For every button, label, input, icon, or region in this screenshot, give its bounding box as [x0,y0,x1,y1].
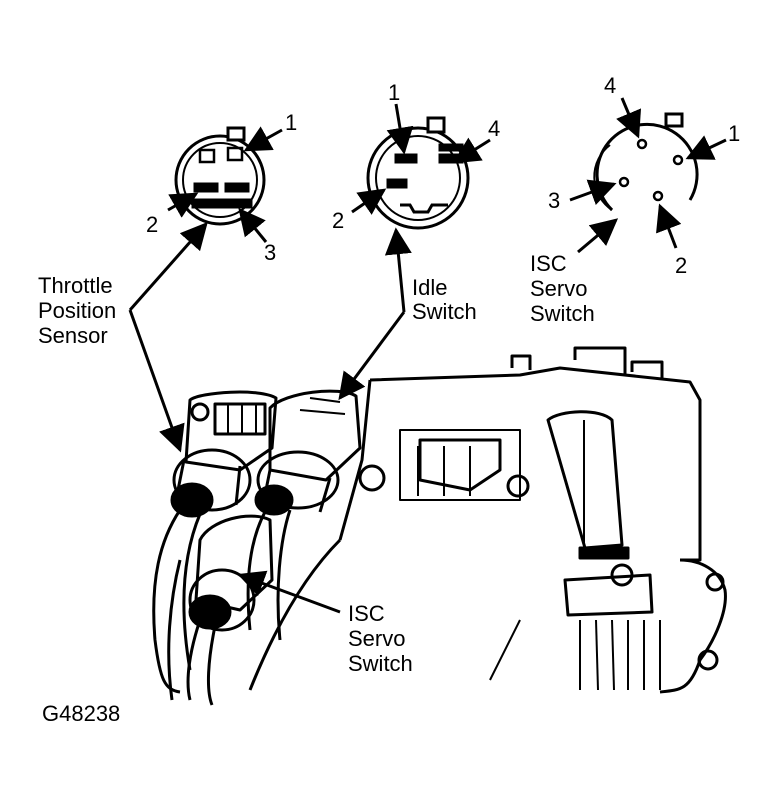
idle-pin-label-2: 2 [332,208,345,233]
tps-label-line-3: Sensor [38,323,108,348]
isc-pin1-arrow [685,135,726,160]
tps-connector-face [176,128,264,224]
isc-top-label-line-1: ISC [530,251,567,276]
idle-leader-part-arrow [338,312,404,401]
idle-pin4-arrow [452,137,490,164]
isc-bottom-label-line-1: ISC [348,601,385,626]
idle-pin1-arrow [386,104,414,155]
tps-pin3-arrow [238,207,266,242]
idle-pin2-arrow [352,188,387,215]
isc-pin-label-4: 4 [604,73,617,98]
idle-label-line-2: Switch [412,299,477,324]
isc-label-arrow [578,218,619,252]
isc-leader-part-arrow [237,570,340,612]
tps-pin1-arrow [243,126,282,152]
throttle-body-housing [250,348,725,692]
isc-pin-label-1: 1 [728,121,741,146]
isc-top-label-line-3: Switch [530,301,595,326]
idle-label-line-1: Idle [412,275,448,300]
isc-pin4-arrow [616,98,642,139]
tps-leader-part-arrow [130,310,185,453]
idle-connector-face [368,118,468,228]
isc-top-label-line-2: Servo [530,276,588,301]
isc-pin-label-3: 3 [548,188,561,213]
tps-pin-label-3: 3 [264,240,277,265]
isc-connector-face [594,114,697,210]
tps-pin-label-1: 1 [285,110,298,135]
tps-label-line-2: Position [38,298,117,323]
idle-pin-label-1: 1 [388,80,401,105]
tps-leader-face-arrow [130,221,208,310]
idle-pin-label-4: 4 [488,116,501,141]
tps-connector-body [154,392,276,692]
idle-leader-face-arrow [384,227,412,312]
figure-code: G48238 [42,701,121,726]
isc-pin3-arrow [570,179,617,205]
isc-pin2-arrow [656,203,682,248]
idle-connector-body [248,391,360,640]
tps-pin-label-2: 2 [146,212,159,237]
isc-pin-label-2: 2 [675,253,688,278]
tps-pin2-arrow [168,192,199,218]
isc-bottom-label-line-3: Switch [348,651,413,676]
isc-bottom-label-line-2: Servo [348,626,406,651]
tps-label-line-1: Throttle [38,273,113,298]
isc-connector-body [169,516,272,705]
